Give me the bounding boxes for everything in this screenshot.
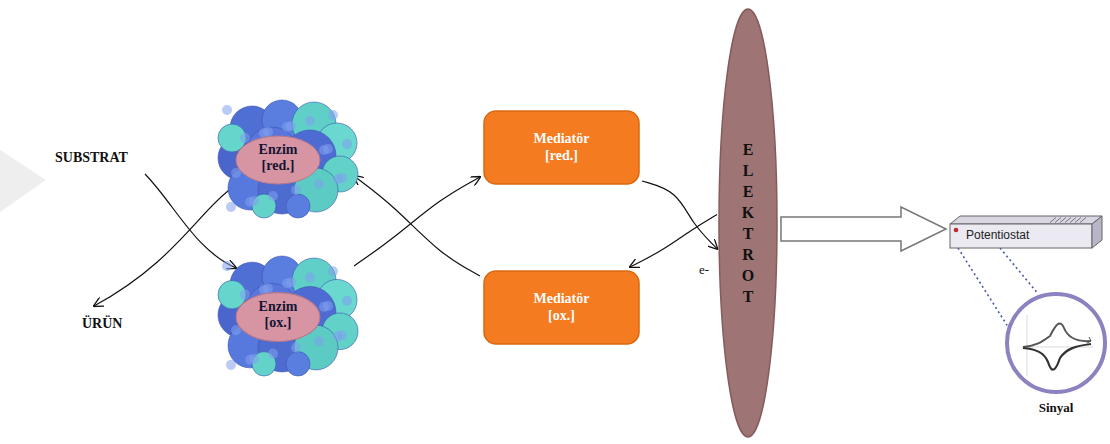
electron-label: e- — [699, 262, 709, 278]
circle-outline — [1003, 290, 1109, 396]
node-text: Potentiostat — [966, 229, 1029, 243]
substrate-arrow — [145, 174, 236, 268]
node-text: Sinyal — [1039, 401, 1074, 416]
mediator-box: Mediatör [ox.] — [483, 270, 640, 345]
electrode: ELEKTROT — [718, 8, 778, 438]
signal-transfer-arrow — [781, 207, 946, 251]
ellipse-outline — [718, 8, 778, 438]
enzyme-oxidized: Enzim [ox.] — [212, 254, 362, 376]
potentiostat-device: Potentiostat — [950, 216, 1102, 248]
page-chevron — [0, 150, 46, 212]
signal-view: Sinyal — [1003, 290, 1109, 418]
reaction-arrow — [354, 176, 480, 276]
enzyme-reduced: Enzim [red.] — [212, 98, 362, 218]
product-label: ÜRÜN — [82, 316, 122, 332]
reaction-arrow — [630, 214, 717, 267]
node-text: Enzim [red.] — [248, 142, 308, 174]
substrate-label: SUBSTRAT — [55, 150, 128, 166]
node-text: Mediatör [red.] — [520, 131, 604, 163]
node-text: ELEKTROT — [740, 139, 756, 307]
product-arrow — [94, 188, 232, 306]
node-text: Enzim [ox.] — [248, 299, 308, 331]
node-text: Mediatör [ox.] — [520, 291, 604, 323]
mediator-box: Mediatör [red.] — [483, 110, 640, 185]
